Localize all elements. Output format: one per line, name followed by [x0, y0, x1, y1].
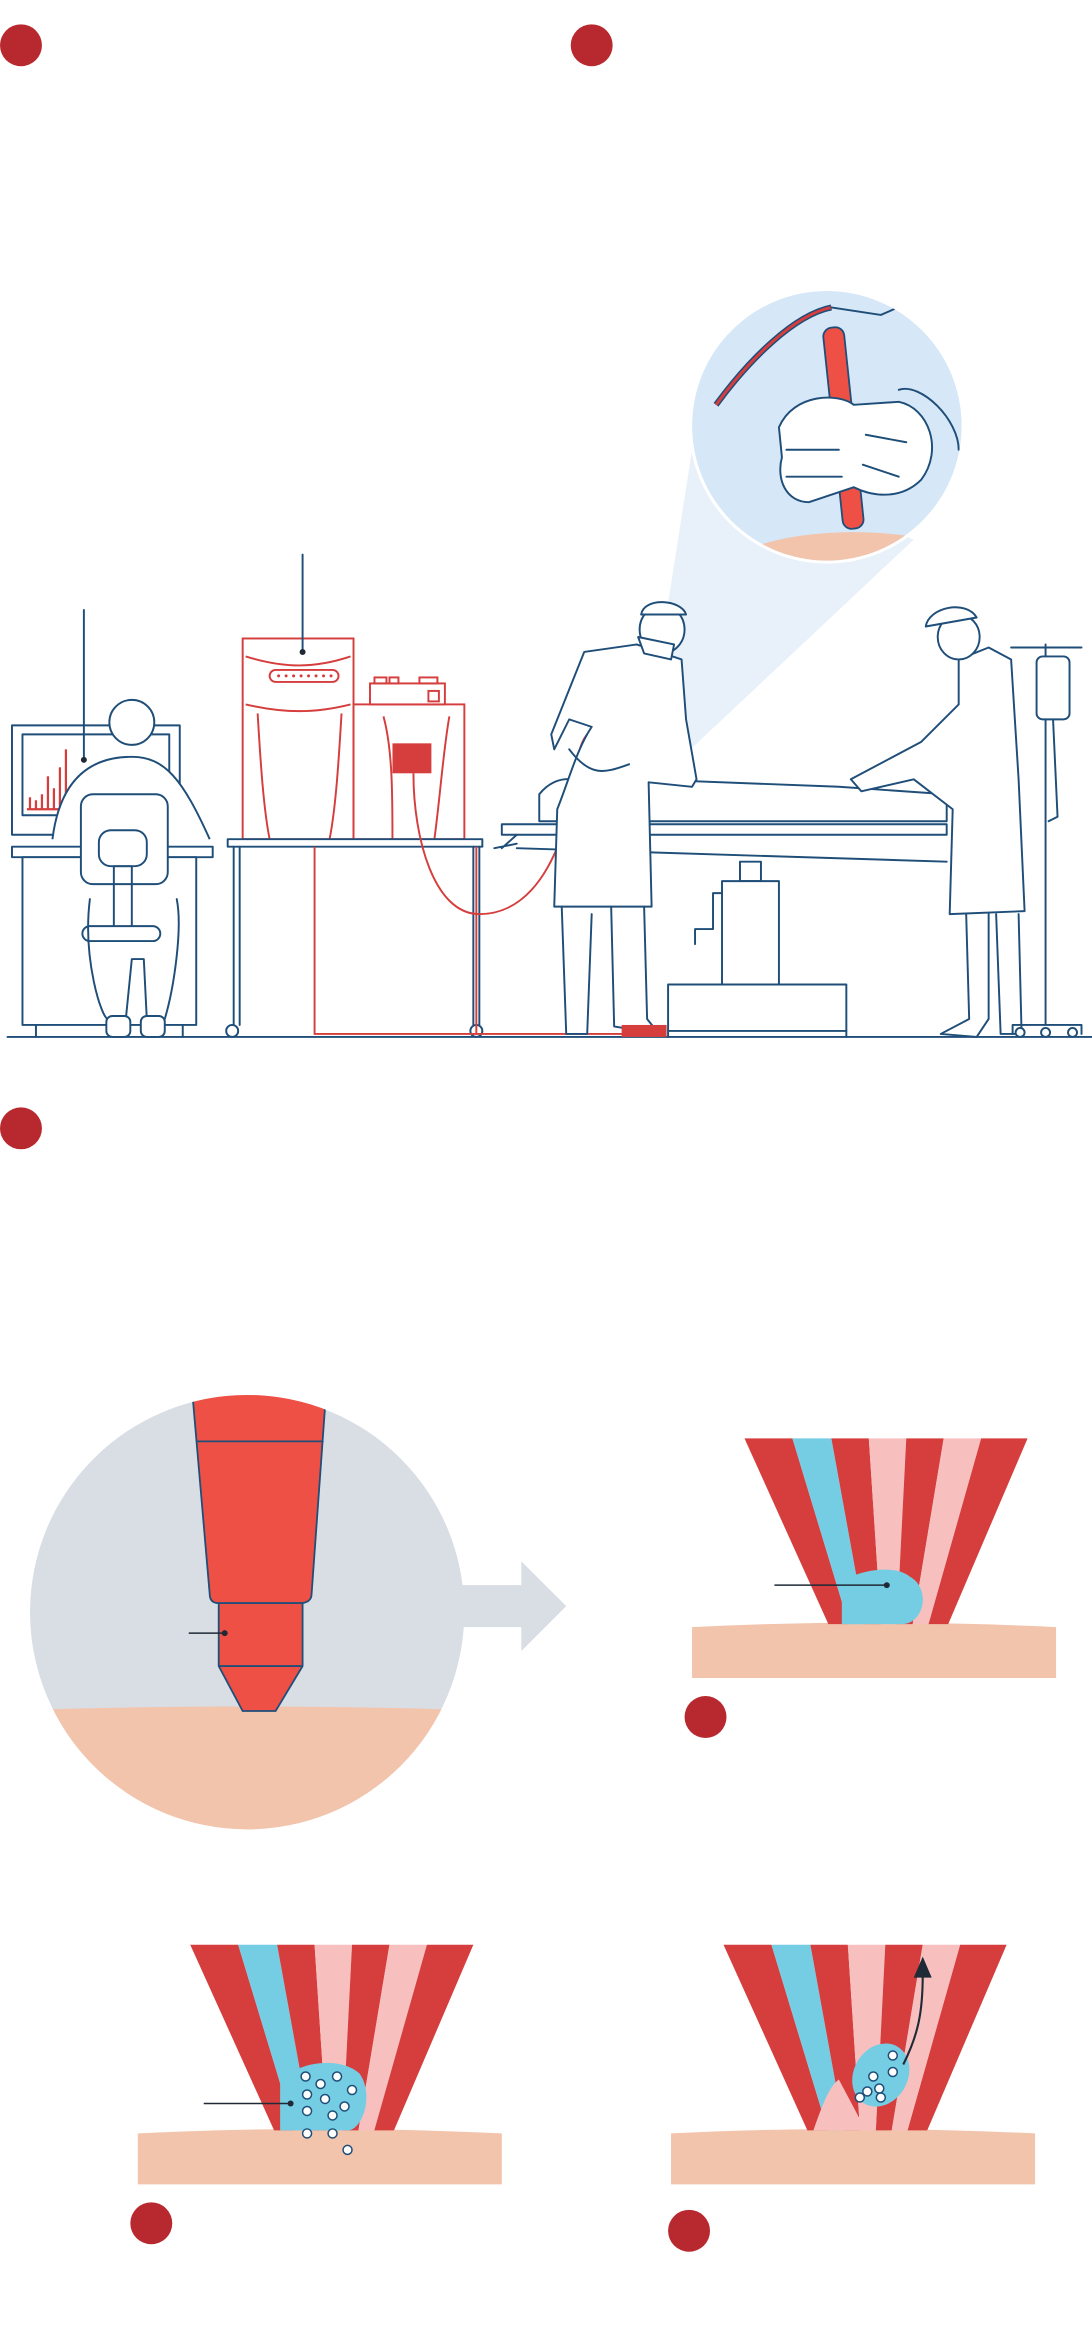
bubble	[875, 2092, 887, 2103]
bubble	[301, 2089, 313, 2100]
bubble	[315, 2078, 326, 2090]
step-badge-1	[0, 24, 42, 67]
bubble	[300, 2071, 311, 2082]
tissue-layer-stripe	[912, 1438, 982, 1625]
generator-display	[392, 743, 432, 774]
tissue-layer-stripe	[374, 1944, 474, 2131]
bubble	[868, 2071, 879, 2082]
surgeon	[550, 601, 698, 1037]
arrow-up-icon	[913, 1956, 932, 1978]
bubble	[862, 2086, 873, 2097]
assistant-surgeon	[849, 606, 1026, 1038]
tissue-layer-stripe	[810, 1944, 861, 2131]
bubble	[874, 2083, 885, 2094]
tissue	[137, 2128, 502, 2185]
bubble	[887, 2050, 899, 2061]
tissue-layer-stripe	[723, 1944, 828, 2131]
bubble	[331, 2071, 343, 2082]
steam-pocket	[841, 1569, 923, 1625]
probe-closeup	[29, 1394, 567, 1830]
bubble	[346, 2084, 358, 2096]
bubble	[319, 2093, 331, 2105]
closing-tissue	[813, 2079, 866, 2131]
tissue	[692, 1622, 1057, 1679]
pointer-dot	[80, 756, 87, 763]
step-badge-4	[684, 1696, 727, 1738]
monitoring-workstation	[11, 609, 214, 1038]
pointer-dot	[883, 1582, 890, 1589]
bubble	[854, 2092, 866, 2103]
arrow-line	[902, 1974, 924, 2065]
arrow-right	[461, 1561, 567, 1652]
bubble	[339, 2101, 350, 2112]
tissue-layer-stripe	[792, 1438, 866, 1625]
operating-room-scene	[6, 287, 1092, 1038]
tissue	[671, 2128, 1036, 2185]
bubble	[887, 2066, 899, 2078]
tissue-layer-stripe	[744, 1438, 849, 1625]
probe-body	[190, 1394, 328, 1605]
tissue-layer-stripe	[190, 1944, 295, 2131]
tissue-panel-initial	[692, 1438, 1057, 1679]
step-badge-3	[0, 1107, 42, 1150]
step-badge-6	[668, 2209, 711, 2252]
pointer-dot	[299, 648, 306, 655]
tissue-layer-stripe	[771, 1944, 845, 2131]
tissue-layer-stripe	[928, 1438, 1028, 1625]
step-badge-5	[130, 2202, 173, 2245]
electrosurgical-generator	[225, 553, 643, 1038]
tissue-layer-stripe	[907, 1944, 1007, 2131]
tissue-layer-stripe	[358, 1944, 427, 2131]
tissue-panel-vaporization	[137, 1944, 502, 2185]
bubble	[327, 2128, 338, 2139]
step-badge-2	[570, 24, 613, 67]
tissue-panel-release	[671, 1944, 1036, 2185]
bubble	[342, 2144, 353, 2156]
tissue-layer-stripe	[891, 1944, 961, 2131]
pointer-dot	[287, 2100, 294, 2107]
bubble	[301, 2128, 313, 2139]
bubble	[327, 2110, 338, 2121]
bubble	[301, 2105, 313, 2117]
iv-stand	[1010, 643, 1083, 1038]
